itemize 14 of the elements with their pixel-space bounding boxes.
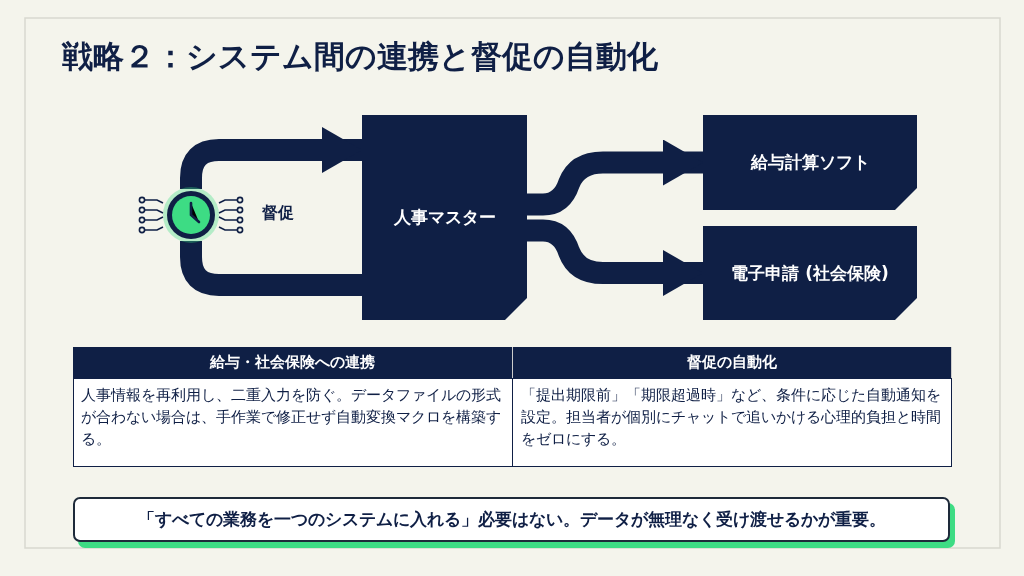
system-box: 人事マスター [362,115,527,320]
title: 戦略２：システム間の連携と督促の自動化 [62,37,658,76]
connector [180,241,362,296]
table-header: 給与・社会保険への連携 [73,347,513,378]
table-cell: 人事情報を再利用し、二重入力を防ぐ。データファイルの形式が合わない場合は、手作業で修正せず自動変換マクロを構築する。 [73,378,513,467]
arrow [527,139,703,216]
arrow [527,219,703,296]
system-box: 電子申請 (社会保険) [703,226,917,320]
arrow [180,127,362,189]
clock-icon [138,189,244,241]
node-label: 督促 [262,203,294,224]
system-box: 給与計算ソフト [703,115,917,210]
table-header: 督促の自動化 [513,347,952,378]
table-cell: 「提出期限前」「期限超過時」など、条件に応じた自動通知を設定。担当者が個別にチャットで追いかける心理的負担と時間をゼロにする。 [513,378,952,467]
